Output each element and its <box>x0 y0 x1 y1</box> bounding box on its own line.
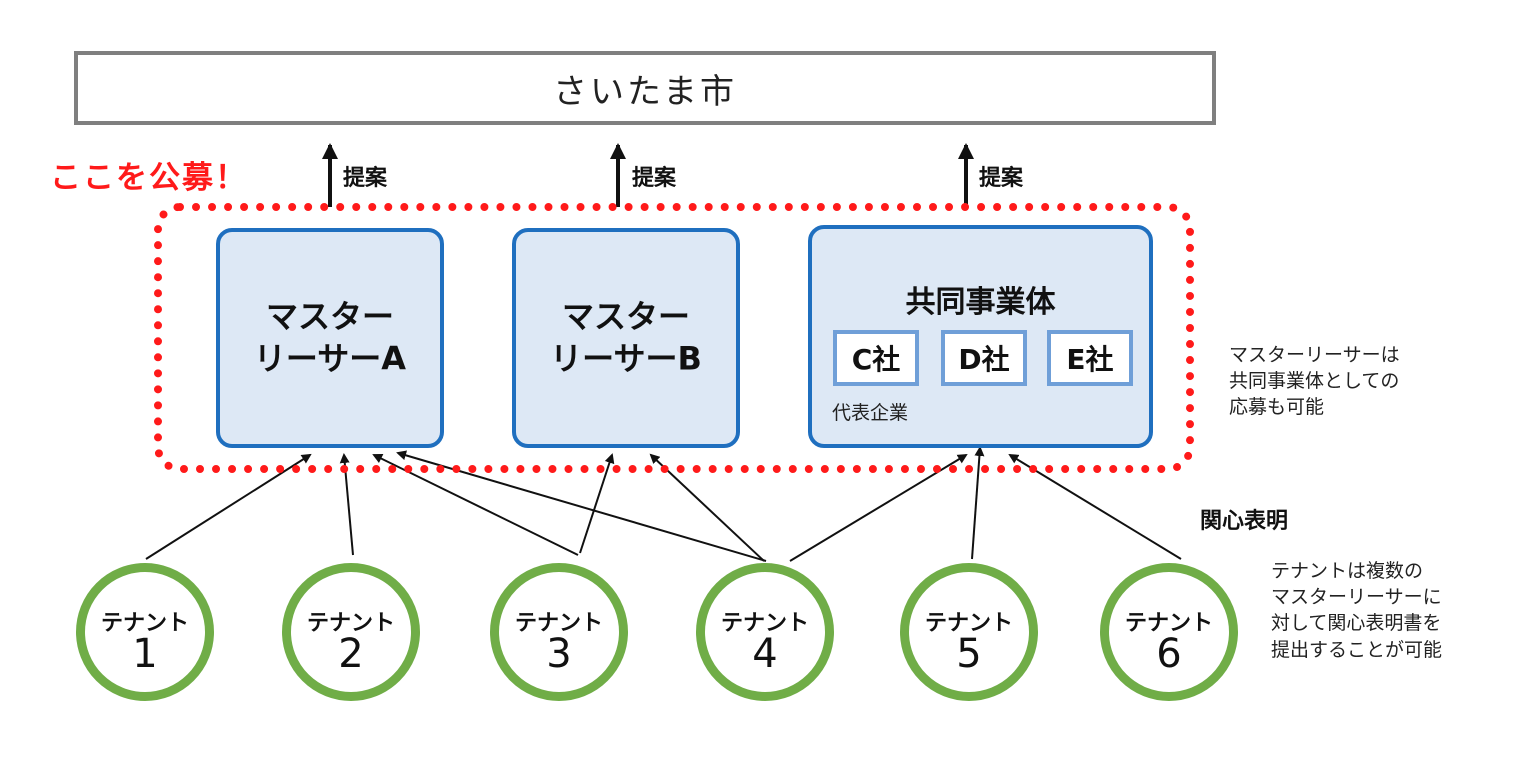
consortium-title: 共同事業体 <box>905 285 1056 320</box>
tenant-4: テナント 4 <box>696 563 834 701</box>
tenant-2: テナント 2 <box>282 563 420 701</box>
tenant-2-label: テナント <box>306 611 395 636</box>
member-d-box: D社 <box>941 330 1027 386</box>
tenant-6-label: テナント <box>1124 611 1213 636</box>
tenant-2-number: 2 <box>338 631 364 677</box>
proposal-label-consortium: 提案 <box>979 166 1024 191</box>
interest-label: 関心表明 <box>1200 509 1289 534</box>
tenant-6: テナント 6 <box>1100 563 1238 701</box>
master-lessor-a-box: マスター リーサーA <box>216 228 444 448</box>
consortium-note: マスターリーサーは 共同事業体としての 応募も可能 <box>1229 344 1400 419</box>
tenant-3-number: 3 <box>546 631 572 677</box>
member-d-label: D社 <box>958 343 1010 376</box>
consortium-box: 共同事業体 C社 D社 E社 代表企業 <box>808 225 1153 448</box>
tenant-5: テナント 5 <box>900 563 1038 701</box>
city-box: さいたま市 <box>74 51 1216 125</box>
member-e-label: E社 <box>1066 343 1114 376</box>
tenant-3-label: テナント <box>514 611 603 636</box>
tenant-1-label: テナント <box>100 611 189 636</box>
member-c-box: C社 <box>833 330 919 386</box>
member-c-label: C社 <box>851 343 901 376</box>
tenant-5-number: 5 <box>956 631 982 677</box>
master-lessor-a-name: マスター リーサーA <box>253 297 407 377</box>
tenant-4-label: テナント <box>720 611 809 636</box>
tenant-4-number: 4 <box>752 631 778 677</box>
proposal-label-a: 提案 <box>343 166 388 191</box>
city-label: さいたま市 <box>553 71 737 112</box>
tenant-1-number: 1 <box>132 631 158 677</box>
recruit-boundary <box>154 203 1194 473</box>
tenant-1: テナント 1 <box>76 563 214 701</box>
representative-label: 代表企業 <box>832 402 909 424</box>
tenant-5-label: テナント <box>924 611 1013 636</box>
proposal-label-b: 提案 <box>632 166 677 191</box>
tenant-3: テナント 3 <box>490 563 628 701</box>
recruit-label: ここを公募！ <box>50 160 248 196</box>
tenant-note: テナントは複数の マスターリーサーに 対して関心表明書を 提出することが可能 <box>1271 560 1443 661</box>
master-lessor-b-box: マスター リーサーB <box>512 228 740 448</box>
master-lessor-b-name: マスター リーサーB <box>550 297 702 377</box>
member-e-box: E社 <box>1047 330 1133 386</box>
tenant-6-number: 6 <box>1156 631 1182 677</box>
